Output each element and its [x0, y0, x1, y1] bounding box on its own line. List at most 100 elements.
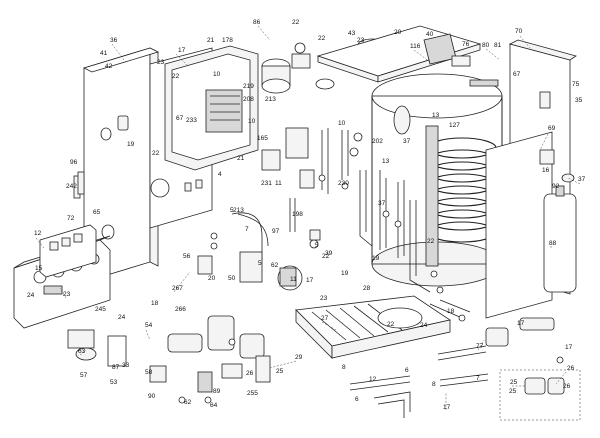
part-number-label: 20: [208, 275, 216, 282]
combustion-chamber: [164, 45, 259, 171]
part-number-label: 41: [100, 50, 108, 57]
part-number-label: 67: [513, 71, 521, 78]
part-number-label: 11: [290, 276, 297, 283]
part-number-label: 22: [318, 35, 326, 42]
part-number-label: 202: [372, 138, 383, 145]
part-number-label: 208: [243, 96, 254, 103]
part-number-label: 57: [80, 372, 88, 379]
part-number-label: 23: [320, 295, 328, 302]
expansion-vessel: [543, 185, 577, 293]
part-number-label: 75: [572, 81, 580, 88]
top-right-components: [451, 55, 575, 183]
part-number-label: 27: [321, 315, 329, 322]
part-number-label: 22: [387, 321, 395, 328]
part-number-label: 7: [476, 375, 480, 382]
part-number-label: 72: [67, 215, 75, 222]
part-number-label: 26: [246, 370, 254, 377]
part-number-label: 24: [420, 322, 428, 329]
part-number-label: 22: [172, 73, 180, 80]
part-number-label: 53: [110, 379, 118, 386]
part-number-label: 23: [157, 59, 165, 66]
part-number-label: 77: [476, 343, 484, 350]
part-number-label: 230: [338, 180, 349, 187]
part-number-label: 21: [207, 37, 215, 44]
leader-lines: [35, 25, 581, 410]
part-number-label: 29: [295, 354, 303, 361]
part-number-label: 23: [63, 291, 71, 298]
part-number-label: 242: [66, 183, 77, 190]
top-cover: [316, 25, 482, 83]
part-number-label: 267: [172, 285, 183, 292]
part-number-label: 69: [548, 125, 556, 132]
part-number-label: 21: [237, 155, 245, 162]
part-number-label: 56: [183, 253, 191, 260]
part-number-label: 231: [261, 180, 272, 187]
part-number-label: 33: [122, 362, 130, 369]
part-number-label: 86: [253, 19, 261, 26]
part-number-label: 245: [95, 306, 106, 313]
part-number-label: 116: [410, 43, 421, 50]
part-number-label: 219: [243, 83, 254, 90]
part-number-label: 54: [145, 322, 153, 329]
part-number-label: 62: [184, 399, 192, 406]
part-number-label: 24: [27, 292, 35, 299]
detail-box: [499, 369, 581, 421]
part-number-label: 25: [510, 379, 518, 386]
part-number-label: 5: [230, 207, 234, 214]
part-number-label: 17: [517, 320, 525, 327]
part-number-label: 23: [357, 37, 365, 44]
part-number-label: 24: [118, 314, 126, 321]
part-number-label: 18: [447, 308, 455, 315]
part-number-label: 42: [105, 63, 113, 70]
part-number-label: 64: [210, 402, 218, 409]
part-number-label: 10: [248, 118, 256, 125]
part-number-label: 13: [432, 112, 440, 119]
right-side-panel: [485, 131, 553, 319]
part-number-label: 18: [151, 300, 159, 307]
part-number-label: 127: [449, 122, 460, 129]
lower-right-pipes: [349, 317, 565, 418]
part-number-label: 39: [325, 250, 333, 257]
part-number-label: 6: [405, 367, 409, 374]
part-number-label: 76: [462, 41, 470, 48]
part-number-label: 4: [218, 171, 222, 178]
part-number-label: 165: [257, 135, 268, 142]
part-number-label: 12: [34, 230, 42, 237]
part-number-label: 10: [213, 71, 221, 78]
part-number-label: 17: [565, 344, 573, 351]
part-number-label: 63: [78, 348, 86, 355]
part-number-label: 62: [271, 262, 279, 269]
part-number-label: 13: [382, 158, 390, 165]
part-number-label: 5: [258, 260, 262, 267]
part-number-label: 25: [509, 388, 517, 395]
part-number-label: 11: [275, 180, 282, 187]
part-number-label: 22: [427, 238, 435, 245]
part-number-label: 88: [549, 240, 557, 247]
part-number-label: 25: [276, 368, 284, 375]
part-number-label: 65: [93, 209, 101, 216]
part-number-label: 35: [575, 97, 583, 104]
part-number-label: 50: [228, 275, 236, 282]
part-number-label: 17: [306, 277, 314, 284]
part-number-label: 178: [222, 37, 233, 44]
part-number-label: 20: [394, 29, 402, 36]
part-number-label: 43: [348, 30, 356, 37]
part-number-label: 19: [127, 141, 135, 148]
base-tray: [295, 295, 452, 359]
part-number-label: 90: [148, 393, 156, 400]
part-number-label: 97: [272, 228, 280, 235]
pipework: [231, 127, 471, 319]
part-number-label: 37: [378, 200, 386, 207]
control-panel: [13, 224, 111, 329]
part-number-label: 266: [175, 306, 186, 313]
part-number-label: 15: [35, 265, 43, 272]
part-number-label: 213: [233, 207, 244, 214]
small-fittings: [73, 132, 564, 404]
part-number-label: 17: [443, 404, 451, 411]
part-number-label: 5: [315, 242, 319, 249]
part-number-label: 198: [292, 211, 303, 218]
part-number-label: 37: [578, 176, 586, 183]
part-number-label: 17: [178, 47, 186, 54]
